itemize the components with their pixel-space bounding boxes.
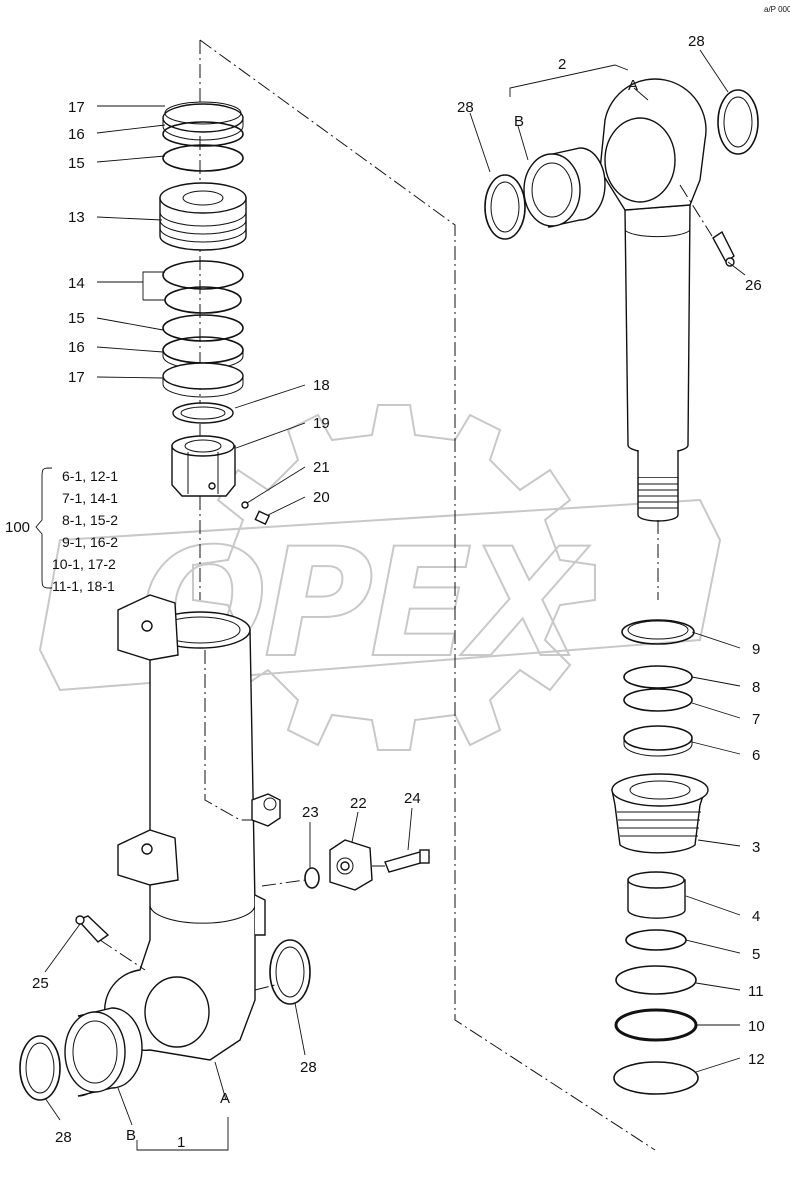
- kit-item: 6-1, 12-1: [62, 468, 118, 484]
- part-28-seal-right-left: [484, 174, 526, 240]
- label-17-lower: 17: [68, 369, 85, 386]
- label-4: 4: [752, 908, 760, 925]
- kit-item: 8-1, 15-2: [62, 512, 118, 528]
- part-14-ring-b: [164, 286, 242, 314]
- label-20: 20: [313, 489, 330, 506]
- kit-item: 10-1, 17-2: [52, 556, 116, 572]
- part-12-ring: [613, 1061, 699, 1095]
- label-9: 9: [752, 641, 760, 658]
- part-8-ring: [623, 665, 693, 689]
- label-16-top: 16: [68, 126, 85, 143]
- label-a-left: A: [220, 1090, 230, 1107]
- part-5-snap-ring: [625, 929, 687, 951]
- label-25: 25: [32, 975, 49, 992]
- part-17-top: [162, 101, 244, 141]
- label-16-lower: 16: [68, 339, 85, 356]
- kit-item: 9-1, 16-2: [62, 534, 118, 550]
- label-3: 3: [752, 839, 760, 856]
- part-11-ring: [615, 965, 697, 995]
- assembly-labels: 1 A B 2 A B 100: [5, 56, 638, 1151]
- part-23-o-ring: [304, 867, 320, 889]
- label-12: 12: [748, 1051, 765, 1068]
- label-11: 11: [748, 983, 764, 1000]
- label-a-right: A: [628, 77, 638, 94]
- leader-lines: [35, 49, 746, 1151]
- part-24-bolt: [384, 849, 430, 873]
- label-28-bottom-mid: 28: [300, 1059, 317, 1076]
- label-b-right: B: [514, 113, 524, 130]
- part-19-nut: [171, 435, 236, 497]
- piston-rod: [599, 78, 707, 522]
- part-18-washer: [172, 402, 234, 424]
- kit-item: 7-1, 14-1: [62, 490, 118, 506]
- part-28-seal-left-bottom: [19, 1035, 61, 1101]
- watermark-gear-logo: OPEX: [38, 404, 722, 751]
- label-kit-100: 100: [5, 519, 30, 536]
- part-10-ring: [614, 1008, 698, 1042]
- label-28-top-left: 28: [457, 99, 474, 116]
- label-7: 7: [752, 711, 760, 728]
- label-23: 23: [302, 804, 319, 821]
- label-22: 22: [350, 795, 367, 812]
- part-9-ring: [621, 619, 695, 645]
- label-5: 5: [752, 946, 760, 963]
- label-24: 24: [404, 790, 421, 807]
- part-26-grease-nipple: [712, 230, 735, 267]
- label-19: 19: [313, 415, 330, 432]
- label-21: 21: [313, 459, 330, 476]
- kit-contents-list: 6-1, 12-1 7-1, 14-1 8-1, 15-2 9-1, 16-2 …: [52, 468, 118, 594]
- corner-mark: a/P 000: [764, 5, 790, 14]
- label-18: 18: [313, 377, 330, 394]
- part-number-labels: 17 16 15 13 14 15 16 17 18 19 21 20 23 2…: [32, 33, 765, 1146]
- label-15-lower: 15: [68, 310, 85, 327]
- label-assembly-2: 2: [558, 56, 566, 73]
- assembly-boundary-line: [199, 39, 656, 1151]
- cylinder-tube: [103, 594, 281, 1061]
- label-8: 8: [752, 679, 760, 696]
- part-20-set-screw: [254, 510, 271, 525]
- label-28-bottom-left: 28: [55, 1129, 72, 1146]
- part-4-bushing: [627, 871, 686, 919]
- label-26: 26: [745, 277, 762, 294]
- part-28-seal-mid-bottom: [269, 939, 311, 1005]
- label-28-top-right: 28: [688, 33, 705, 50]
- part-25-grease-nipple: [75, 915, 110, 943]
- part-b-bushing-right: [523, 147, 606, 228]
- part-17-lower: [162, 362, 244, 398]
- label-15-top: 15: [68, 155, 85, 172]
- label-b-left: B: [126, 1127, 136, 1144]
- label-14: 14: [68, 275, 85, 292]
- label-6: 6: [752, 747, 760, 764]
- kit-item: 11-1, 18-1: [52, 578, 115, 594]
- label-13: 13: [68, 209, 85, 226]
- part-b-bushing-left: [64, 1007, 143, 1097]
- part-21-ball: [241, 501, 249, 509]
- part-14-ring-a: [162, 260, 244, 290]
- part-22-port-block: [329, 839, 373, 891]
- part-15-top: [162, 144, 244, 172]
- part-15-lower: [162, 314, 244, 342]
- part-28-seal-right-right: [717, 89, 759, 155]
- label-17-top: 17: [68, 99, 85, 116]
- label-assembly-1: 1: [177, 1134, 185, 1151]
- part-6-ring: [623, 725, 693, 757]
- part-3-gland: [611, 773, 709, 854]
- label-10: 10: [748, 1018, 765, 1035]
- part-7-ring: [623, 688, 693, 712]
- part-13-piston: [159, 182, 247, 251]
- part-16-top: [162, 121, 244, 147]
